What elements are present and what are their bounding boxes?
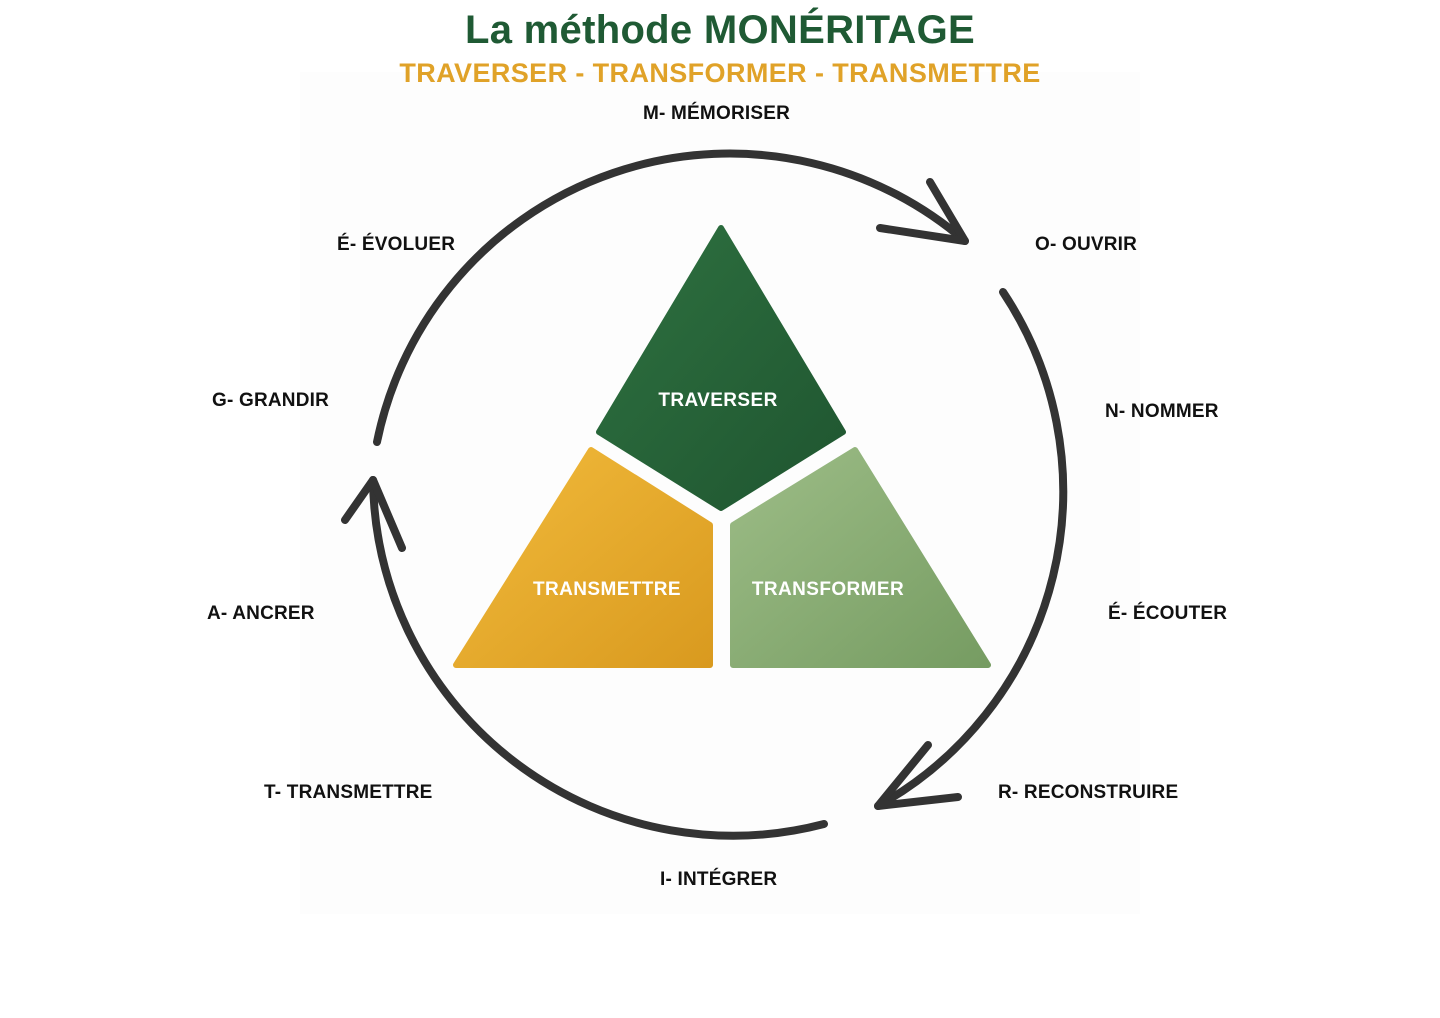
- arrowhead-right: [874, 741, 962, 810]
- page-title: La méthode MONÉRITAGE: [464, 8, 976, 52]
- arrowhead-left: [341, 476, 406, 552]
- arc-arrow-right: [874, 288, 1068, 810]
- step-label-g: G- GRANDIR: [212, 390, 330, 411]
- step-label-i: I- INTÉGRER: [660, 869, 778, 890]
- arrowhead-top: [876, 178, 969, 245]
- arc-arrow-top: [373, 149, 969, 446]
- step-label-m: M- MÉMORISER: [643, 103, 791, 124]
- page-subtitle: TRAVERSER - TRANSFORMER - TRANSMETTRE: [399, 58, 1041, 88]
- step-label-a: A- ANCRER: [207, 603, 315, 624]
- step-label-r: R- RECONSTRUIRE: [998, 782, 1179, 803]
- triangle-top-traverser: [596, 225, 846, 511]
- step-label-n: N- NOMMER: [1105, 401, 1219, 422]
- triangle-right-transformer: [730, 447, 991, 668]
- triangle-label-transformer: TRANSFORMER: [751, 579, 905, 600]
- step-label-o: O- OUVRIR: [1035, 234, 1138, 255]
- step-label-t: T- TRANSMETTRE: [264, 782, 433, 803]
- triangle-label-transmettre: TRANSMETTRE: [533, 579, 681, 600]
- arc-arrow-left: [369, 476, 828, 840]
- triangle-left-transmettre: [453, 447, 713, 668]
- step-label-e2: É- ÉVOLUER: [337, 234, 456, 255]
- step-label-e: É- ÉCOUTER: [1108, 603, 1228, 624]
- triangle-label-traverser: TRAVERSER: [658, 390, 778, 411]
